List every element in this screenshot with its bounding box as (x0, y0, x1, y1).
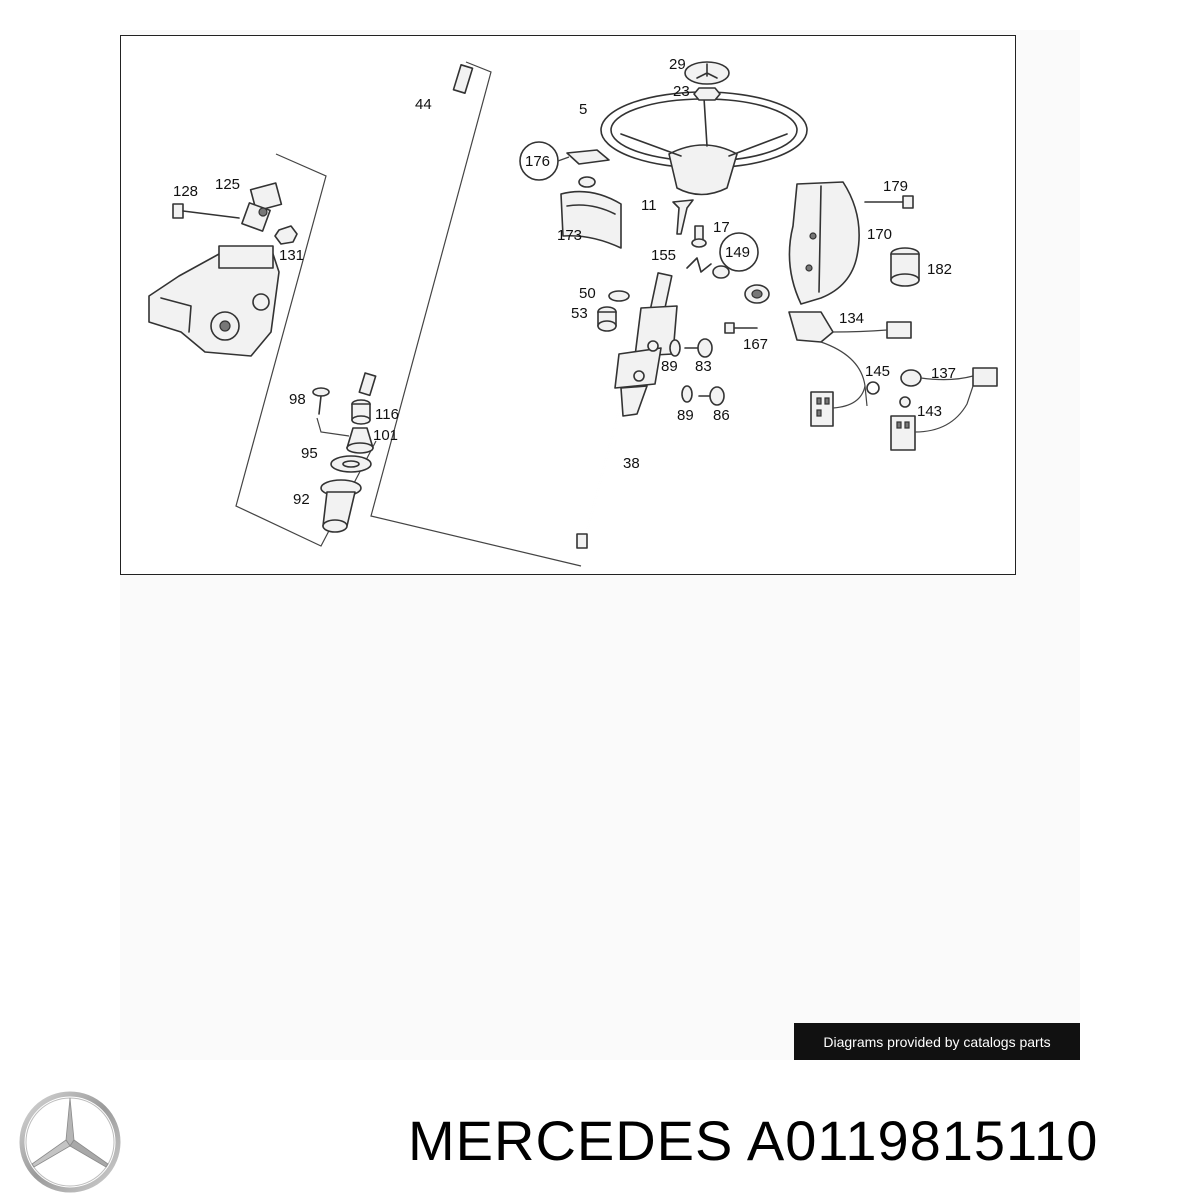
callout-50: 50 (579, 285, 596, 302)
part-134-switch (788, 311, 912, 407)
callout-89-lower: 89 (677, 407, 694, 424)
part-179-screw (864, 195, 914, 209)
callout-137: 137 (931, 365, 956, 382)
callout-98: 98 (289, 391, 306, 408)
callout-11: 11 (641, 197, 657, 214)
steering-gearbox (148, 245, 280, 357)
part-23-nut (693, 87, 721, 101)
callout-38: 38 (623, 455, 640, 472)
part-5-steering-wheel (600, 91, 808, 196)
part-149-ring (712, 232, 770, 304)
part-89-washer-lower (681, 385, 693, 403)
callout-116: 116 (375, 406, 399, 423)
callout-149: 149 (725, 244, 750, 261)
part-11-clip (672, 199, 694, 235)
callout-131: 131 (279, 247, 304, 264)
part-89-washer-upper (669, 339, 681, 357)
part-86-bolt (698, 386, 725, 406)
callout-170: 170 (867, 226, 892, 243)
callout-89-upper: 89 (661, 358, 678, 375)
callout-155: 155 (651, 247, 676, 264)
diagram-credit-badge: Diagrams provided by catalogs parts (794, 1023, 1080, 1060)
callout-134: 134 (839, 310, 864, 327)
part-number-title: MERCEDES A0119815110 (408, 1109, 1099, 1172)
part-155-spring-clip (686, 257, 712, 273)
callout-182: 182 (927, 261, 952, 278)
part-116-bushing (351, 399, 371, 425)
part-167-bolt (724, 322, 758, 334)
part-17-screw (691, 225, 707, 248)
callout-128: 128 (173, 183, 198, 200)
part-145-connector (810, 381, 880, 427)
parts-diagram: 29 23 5 44 176 125 128 131 11 17 173 179… (120, 35, 1016, 575)
part-182-lock-cylinder (890, 247, 920, 287)
part-53-bushing (597, 306, 617, 332)
part-173-lower-cover (560, 190, 622, 249)
callout-83: 83 (695, 358, 712, 375)
callout-179: 179 (883, 178, 908, 195)
callout-86: 86 (713, 407, 730, 424)
callout-125: 125 (215, 176, 240, 193)
part-98-bolt (312, 387, 330, 415)
mercedes-star-icon (19, 1091, 121, 1193)
callout-167: 167 (743, 336, 768, 353)
part-131-nut (274, 225, 298, 245)
part-125-universal-joint (241, 182, 283, 232)
part-50-ring (608, 290, 630, 302)
part-83-bolt (684, 338, 713, 358)
callout-173: 173 (557, 227, 582, 244)
part-128-bolt (172, 203, 240, 219)
credit-text: Diagrams provided by catalogs parts (823, 1033, 1051, 1050)
part-170-upper-shroud (788, 181, 860, 305)
callout-176: 176 (525, 153, 550, 170)
callout-23: 23 (673, 83, 690, 100)
steering-column-exploded-view: 29 23 5 44 176 125 128 131 11 17 173 179… (148, 56, 998, 567)
part-101-boot (346, 427, 374, 454)
column-jacket (614, 272, 678, 417)
callout-29: 29 (669, 56, 686, 73)
part-29-hub-emblem (684, 61, 730, 85)
callout-145: 145 (865, 363, 890, 380)
callout-143: 143 (917, 403, 942, 420)
callout-44: 44 (415, 96, 432, 113)
part-92-sleeve (320, 479, 362, 533)
part-176-bracket (519, 141, 610, 188)
part-137-switch (900, 367, 998, 387)
leader-98-116 (316, 417, 350, 437)
callout-53: 53 (571, 305, 588, 322)
part-95-flange (330, 455, 372, 473)
part-44-intermediate-shaft (358, 64, 474, 397)
group-outline-center (370, 61, 582, 567)
callout-95: 95 (301, 445, 318, 462)
callout-17: 17 (713, 219, 730, 236)
callout-5: 5 (579, 101, 587, 118)
callout-101: 101 (373, 427, 398, 444)
part-143-connector (890, 385, 974, 451)
callout-92: 92 (293, 491, 310, 508)
